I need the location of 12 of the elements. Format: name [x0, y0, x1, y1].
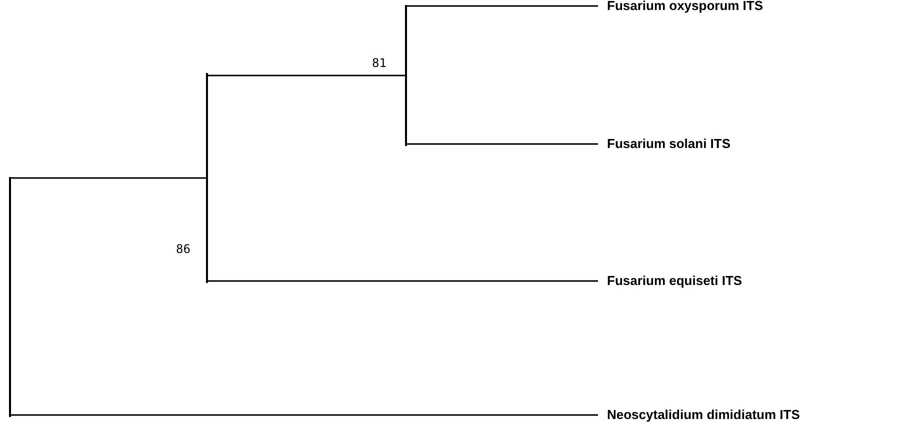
bootstrap-value: 86 [176, 242, 190, 256]
taxon-label: Fusarium equiseti ITS [598, 273, 742, 289]
branch-line [407, 5, 598, 7]
branch-line [11, 414, 598, 416]
branch-line [208, 280, 598, 282]
bootstrap-value: 81 [372, 56, 386, 70]
taxon-label: Neoscytalidium dimidiatum ITS [598, 407, 800, 423]
branch-line [208, 74, 405, 76]
branch-line [11, 177, 206, 179]
branch-line [407, 143, 598, 145]
taxon-label: Fusarium solani ITS [598, 136, 731, 152]
taxon-label: Fusarium oxysporum ITS [598, 0, 764, 14]
